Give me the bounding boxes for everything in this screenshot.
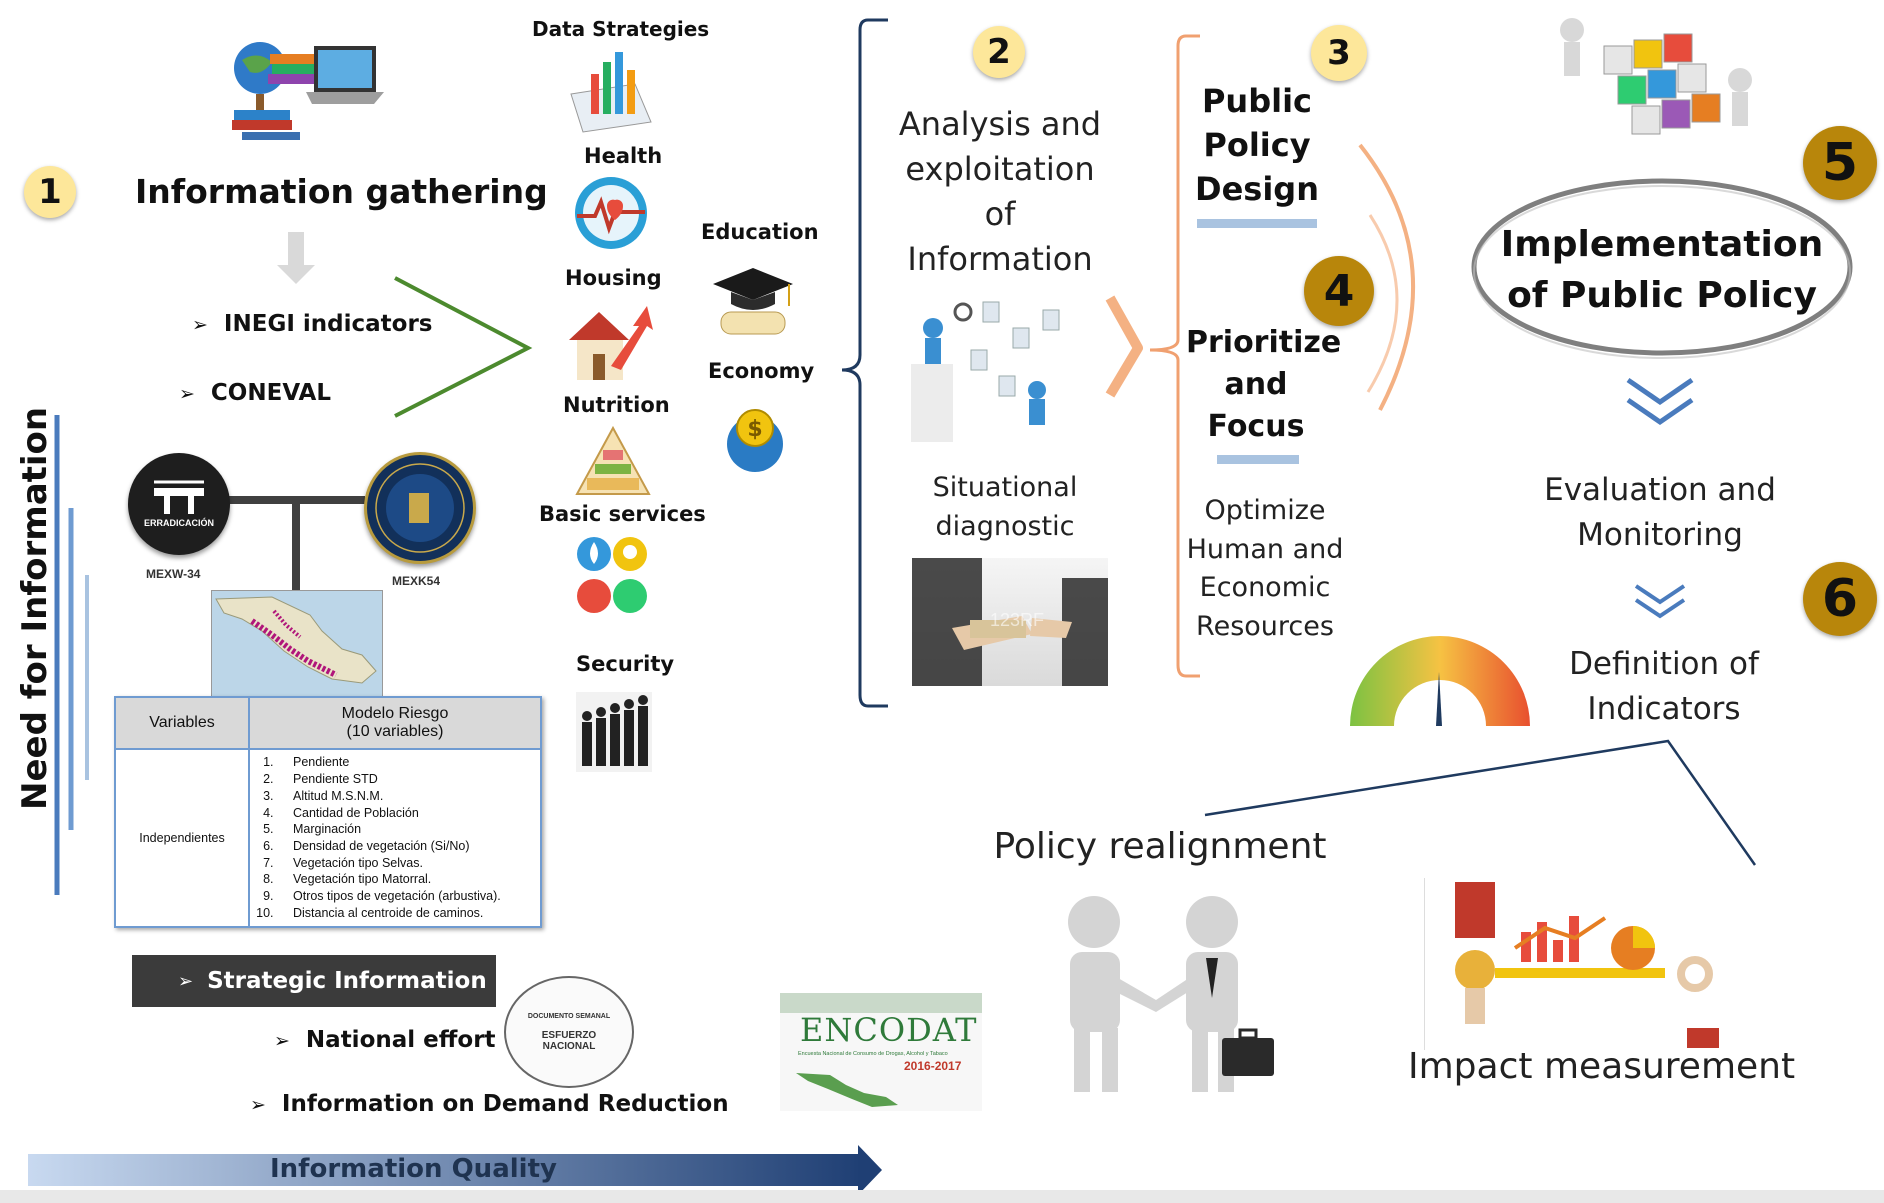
economy-label: Economy bbox=[708, 359, 815, 383]
orange-bracket bbox=[1149, 34, 1200, 678]
chevron-down-1 bbox=[1626, 377, 1694, 406]
impact-measurement-label: Impact measurement bbox=[1408, 1046, 1796, 1087]
information-quality-label: Information Quality bbox=[270, 1154, 557, 1184]
optimize-resources-label: Optimize Human and Economic Resources bbox=[1186, 495, 1344, 642]
variable-item: Marginación bbox=[277, 821, 539, 838]
mexw34-badge: ERRADICACIÓN bbox=[128, 453, 230, 555]
policy-realignment-label: Policy realignment bbox=[993, 826, 1327, 867]
education-label: Education bbox=[701, 220, 819, 244]
analysis-title: Analysis and exploitation of Information bbox=[898, 105, 1102, 278]
quality-arrow-head bbox=[858, 1145, 882, 1195]
impact-illustration bbox=[1424, 878, 1741, 1050]
table-header-model: Modelo Riesgo (10 variables) bbox=[248, 696, 542, 750]
table-row-label: Independientes bbox=[114, 748, 250, 928]
step-1-badge: 1 bbox=[24, 166, 76, 218]
mexw34-caption: MEXW-34 bbox=[146, 567, 201, 581]
risk-model-table: Variables Modelo Riesgo (10 variables) I… bbox=[114, 696, 542, 928]
public-policy-design-title: Public Policy Design bbox=[1195, 82, 1319, 208]
variable-item: Pendiente bbox=[277, 754, 539, 771]
down-arrow-shape bbox=[277, 232, 315, 284]
photo-watermark: 123RF bbox=[990, 610, 1045, 630]
variable-item: Distancia al centroide de caminos. bbox=[277, 905, 539, 922]
orange-arc-outer bbox=[1358, 143, 1416, 411]
mexw34-inner-text: ERRADICACIÓN bbox=[143, 518, 214, 528]
encodat-years: 2016-2017 bbox=[904, 1059, 962, 1073]
chevron-down-2 bbox=[1634, 584, 1686, 605]
need-for-information-label: Need for Information bbox=[15, 406, 55, 810]
green-chevron-shape bbox=[394, 276, 533, 418]
encodat-title: ENCODAT bbox=[800, 1011, 978, 1049]
step-5-badge: 5 bbox=[1803, 126, 1877, 200]
cubes-illustration bbox=[1544, 6, 1764, 158]
table-header-model-line2: (10 variables) bbox=[346, 723, 444, 740]
design-underline bbox=[1197, 219, 1317, 228]
source-inegi: INEGI indicators bbox=[192, 311, 433, 337]
security-label: Security bbox=[576, 652, 675, 676]
variable-item: Vegetación tipo Selvas. bbox=[277, 855, 539, 872]
housing-icon bbox=[563, 296, 657, 386]
evaluation-monitoring-label: Evaluation and Monitoring bbox=[1544, 472, 1776, 553]
demand-reduction-item: Information on Demand Reduction bbox=[250, 1091, 729, 1117]
economy-icon: $ bbox=[723, 398, 787, 480]
education-icon bbox=[711, 262, 795, 340]
data-strategies-label: Data Strategies bbox=[532, 17, 710, 41]
definition-indicators-label: Definition of Indicators bbox=[1569, 646, 1759, 727]
analysis-illustration bbox=[893, 292, 1085, 444]
data-strategies-icon bbox=[565, 44, 657, 134]
quality-arrow-body bbox=[28, 1154, 863, 1186]
strategic-information-box: ➢ Strategic Information bbox=[132, 955, 496, 1007]
svg-text:$: $ bbox=[747, 417, 762, 442]
mexk54-badge bbox=[364, 452, 476, 564]
source-coneval: CONEVAL bbox=[179, 380, 331, 406]
strategic-information-label: Strategic Information bbox=[207, 968, 487, 994]
variable-list: Pendiente Pendiente STD Altitud M.S.N.M.… bbox=[251, 754, 539, 921]
mexk54-caption: MEXK54 bbox=[392, 574, 441, 588]
variable-item: Vegetación tipo Matorral. bbox=[277, 871, 539, 888]
variable-item: Otros tipos de vegetación (arbustiva). bbox=[277, 888, 539, 905]
situational-diagnostic-label: Situational diagnostic bbox=[932, 472, 1078, 542]
implementation-title: Implementation of Public Policy bbox=[1500, 224, 1824, 316]
navy-bracket bbox=[841, 18, 888, 708]
step-4-badge: 4 bbox=[1304, 256, 1374, 326]
variable-item: Cantidad de Población bbox=[277, 805, 539, 822]
health-label: Health bbox=[584, 144, 663, 168]
encodat-logo: ENCODAT Encuesta Nacional de Consumo de … bbox=[780, 993, 982, 1111]
security-icon bbox=[576, 692, 652, 772]
variable-item: Densidad de vegetación (Si/No) bbox=[277, 838, 539, 855]
health-icon bbox=[571, 172, 651, 254]
information-gathering-title: Information gathering bbox=[135, 172, 548, 211]
encodat-subtitle: Encuesta Nacional de Consumo de Drogas, … bbox=[798, 1051, 948, 1057]
nutrition-icon bbox=[573, 424, 653, 498]
handshake-photo: 123RF bbox=[912, 558, 1108, 686]
national-effort-stamp: DOCUMENTO SEMANAL ESFUERZO NACIONAL bbox=[504, 976, 634, 1088]
orange-arc-inner bbox=[1366, 214, 1399, 393]
gauge-shape bbox=[1350, 636, 1530, 726]
variable-item: Altitud M.S.N.M. bbox=[277, 788, 539, 805]
basic-services-label: Basic services bbox=[539, 502, 706, 526]
stamp-main-text: ESFUERZO NACIONAL bbox=[541, 1029, 597, 1052]
housing-label: Housing bbox=[565, 266, 662, 290]
national-effort-item: National effort bbox=[274, 1027, 496, 1053]
step-2-badge: 2 bbox=[973, 26, 1025, 78]
orange-chevron bbox=[1105, 295, 1143, 398]
step-6-badge: 6 bbox=[1803, 562, 1877, 636]
step-3-badge: 3 bbox=[1311, 25, 1367, 81]
handshake-figures bbox=[1026, 888, 1288, 1096]
mexico-map bbox=[211, 590, 383, 698]
table-header-model-line1: Modelo Riesgo bbox=[341, 705, 449, 722]
nutrition-label: Nutrition bbox=[563, 393, 670, 417]
basic-services-icon bbox=[576, 532, 648, 620]
books-laptop-icon bbox=[222, 28, 384, 148]
prioritize-focus-title: Prioritize and Focus bbox=[1186, 325, 1342, 444]
variable-item: Pendiente STD bbox=[277, 771, 539, 788]
realignment-line bbox=[1204, 739, 1757, 866]
prioritize-underline bbox=[1217, 455, 1299, 464]
stamp-top-text: DOCUMENTO SEMANAL bbox=[527, 1012, 611, 1020]
table-header-variables: Variables bbox=[114, 696, 250, 750]
